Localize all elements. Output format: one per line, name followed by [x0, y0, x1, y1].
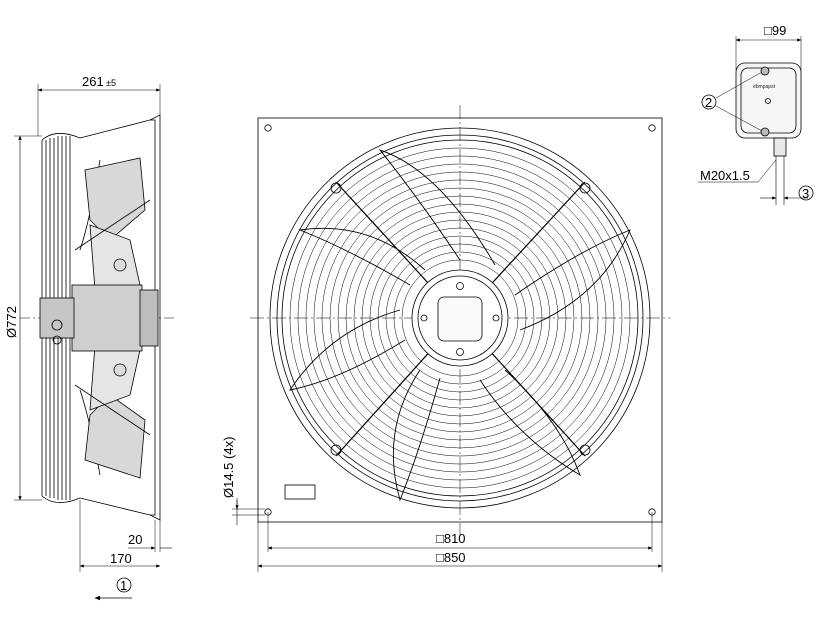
inner-square-label: □810 [436, 531, 466, 546]
fan-blades [289, 149, 631, 502]
terminal-box [735, 62, 802, 139]
side-view [14, 84, 175, 601]
front-view [232, 105, 670, 572]
diameter-label: Ø772 [4, 306, 19, 338]
flange-dimension-label: 20 [128, 532, 142, 547]
thread-label: M20x1.5 [700, 168, 750, 183]
hole-diameter-label: Ø14.5 (4x) [221, 437, 236, 498]
cable-gland [773, 137, 787, 157]
callout-2: 2 [705, 95, 712, 110]
callout-3: 3 [802, 186, 809, 201]
housing-side [39, 114, 161, 521]
terminal-width-label: □99 [764, 23, 786, 38]
nameplate [284, 484, 316, 500]
brand-mark: ebmpapst [753, 84, 776, 90]
depth-dimension-label: 261 [82, 74, 104, 89]
hub-terminal-box [437, 296, 483, 342]
guard-grille [289, 147, 631, 489]
terminal-box-view [698, 36, 814, 205]
offset-dimension-label: 170 [110, 551, 132, 566]
airflow-callout: 1 [120, 578, 127, 593]
outer-square-label: □850 [436, 550, 466, 565]
depth-tolerance-label: ±5 [106, 78, 116, 88]
